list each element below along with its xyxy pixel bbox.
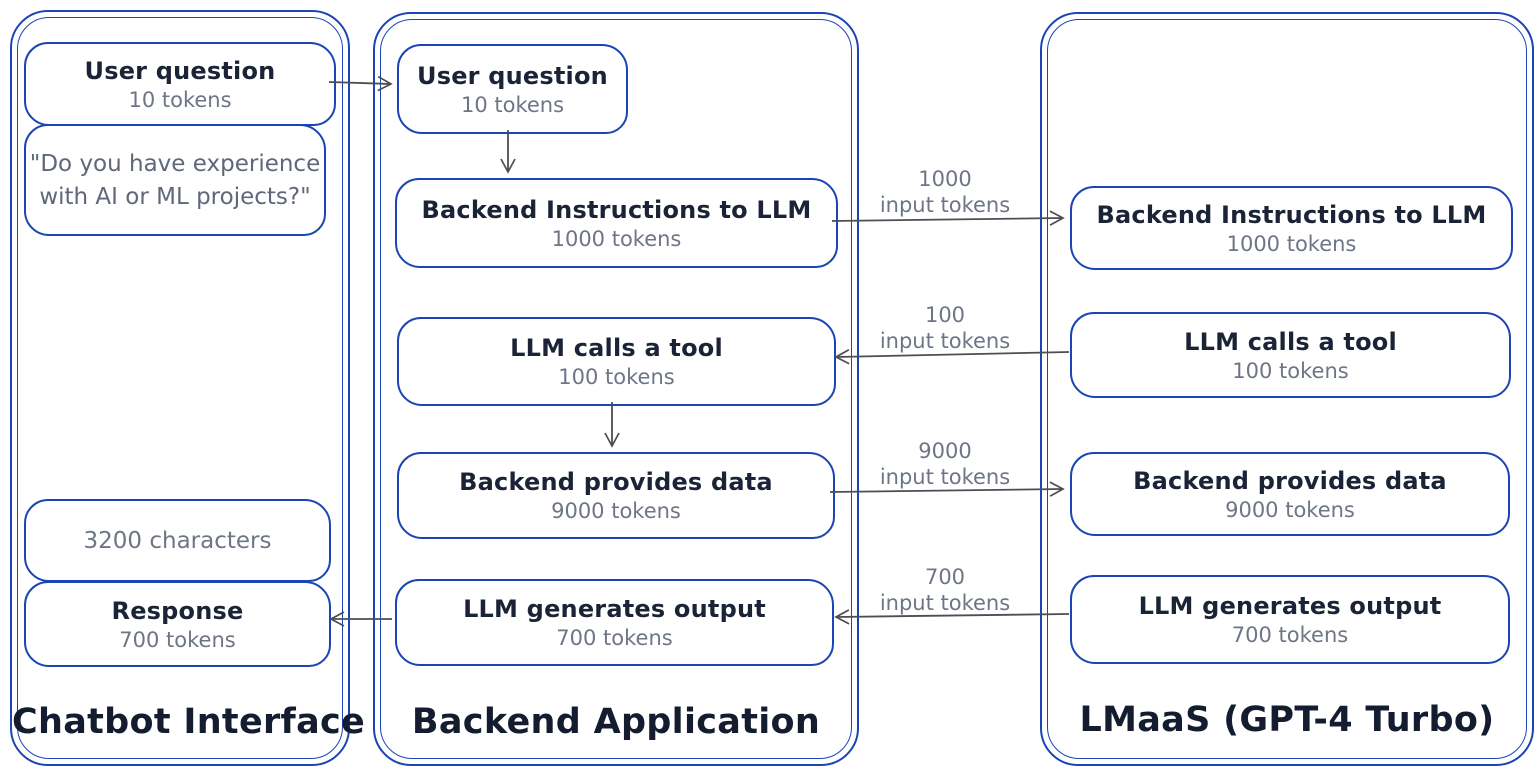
node-subtitle: 700 tokens	[119, 627, 236, 652]
node-subtitle: 10 tokens	[128, 87, 232, 112]
node-subtitle: 100 tokens	[558, 365, 675, 389]
node-subtitle: 1000 tokens	[551, 226, 682, 251]
node-backend-instructions: Backend Instructions to LLM 1000 tokens	[395, 178, 838, 268]
edge-label-100-input-tokens: 100 input tokens	[835, 302, 1055, 354]
node-subtitle: 700 tokens	[556, 626, 673, 650]
edge-unit: input tokens	[879, 193, 1011, 217]
quote-line: "Do you have experience	[29, 150, 321, 177]
node-backend-user-question: User question 10 tokens	[397, 44, 628, 134]
backend-application-panel: User question 10 tokens Backend Instruct…	[373, 12, 859, 766]
column-label-lmaas: LMaaS (GPT-4 Turbo)	[1079, 700, 1495, 740]
node-subtitle: 9000 tokens	[551, 499, 681, 523]
node-chatbot-characters: 3200 characters	[24, 499, 331, 582]
node-subtitle: 100 tokens	[1232, 358, 1349, 383]
node-backend-provides-data: Backend provides data 9000 tokens	[397, 452, 835, 539]
edge-value: 9000	[918, 439, 972, 463]
node-title: User question	[417, 61, 608, 90]
edge-unit: input tokens	[879, 465, 1011, 489]
node-lmaas-instructions: Backend Instructions to LLM 1000 tokens	[1070, 186, 1513, 270]
node-text: 3200 characters	[83, 527, 272, 554]
column-label-chatbot-interface: Chatbot Interface	[12, 702, 366, 742]
node-title: Backend Instructions to LLM	[1096, 200, 1487, 229]
edge-label-700-input-tokens: 700 input tokens	[835, 564, 1055, 616]
node-subtitle: 1000 tokens	[1226, 231, 1357, 256]
node-title: Backend provides data	[1133, 466, 1447, 495]
node-backend-llm-calls-tool: LLM calls a tool 100 tokens	[397, 317, 836, 406]
node-subtitle: 9000 tokens	[1225, 497, 1355, 522]
edge-label-1000-input-tokens: 1000 input tokens	[835, 166, 1055, 218]
edge-value: 1000	[918, 167, 972, 191]
node-chatbot-question-quote: "Do you have experience with AI or ML pr…	[24, 124, 326, 236]
node-lmaas-llm-calls-tool: LLM calls a tool 100 tokens	[1070, 312, 1511, 398]
node-title: LLM generates output	[1138, 592, 1442, 620]
node-lmaas-llm-generates-output: LLM generates output 700 tokens	[1070, 575, 1510, 664]
node-chatbot-user-question: User question 10 tokens	[24, 42, 336, 126]
edge-unit: input tokens	[879, 591, 1011, 615]
node-chatbot-response: Response 700 tokens	[24, 581, 331, 667]
chatbot-interface-panel: User question 10 tokens "Do you have exp…	[10, 10, 366, 766]
edge-unit: input tokens	[879, 329, 1011, 353]
node-title: Response	[111, 596, 244, 625]
node-title: LLM calls a tool	[510, 334, 723, 362]
arrow-instructions-to-lmaas	[831, 210, 1065, 226]
node-lmaas-provides-data: Backend provides data 9000 tokens	[1070, 452, 1510, 536]
lmaas-panel: Backend Instructions to LLM 1000 tokens …	[1040, 12, 1534, 766]
edge-label-9000-input-tokens: 9000 input tokens	[835, 438, 1055, 490]
column-label-backend-application: Backend Application	[411, 702, 821, 742]
node-title: User question	[84, 56, 276, 85]
node-title: LLM generates output	[463, 595, 766, 623]
node-subtitle: 10 tokens	[460, 92, 565, 117]
node-backend-llm-generates-output: LLM generates output 700 tokens	[395, 579, 834, 666]
node-title: Backend Instructions to LLM	[421, 195, 812, 224]
quote-line: with AI or ML projects?"	[39, 183, 311, 210]
edge-value: 700	[924, 565, 966, 589]
node-title: LLM calls a tool	[1184, 327, 1397, 356]
node-title: Backend provides data	[459, 468, 773, 496]
node-subtitle: 700 tokens	[1231, 623, 1349, 647]
edge-value: 100	[924, 303, 966, 327]
